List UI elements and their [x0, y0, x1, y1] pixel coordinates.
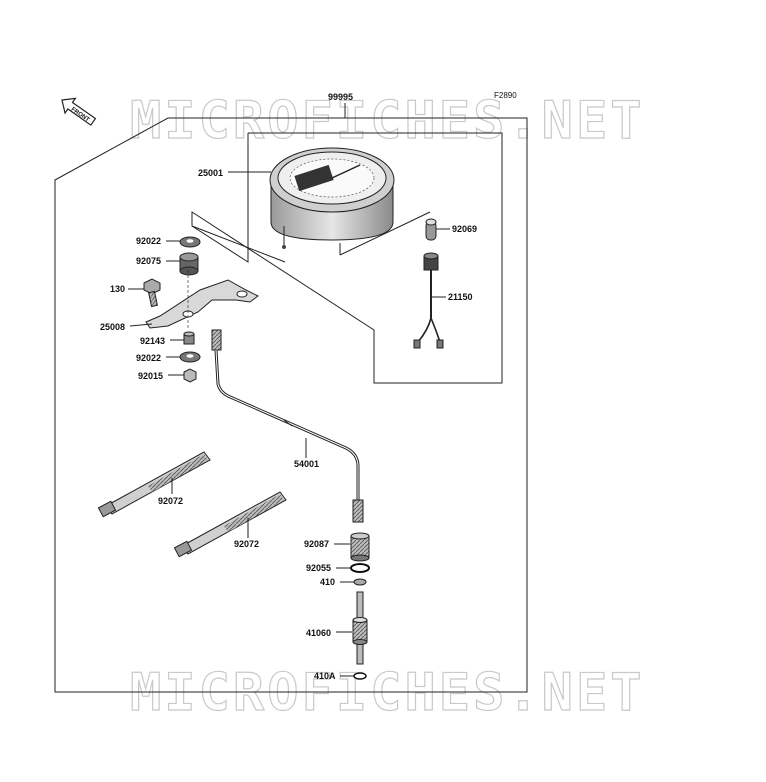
label-92087[interactable]: 92087 — [304, 539, 329, 549]
bracket-25008[interactable] — [145, 270, 259, 330]
label-410A[interactable]: 410A — [314, 671, 336, 681]
bulb-92069[interactable] — [425, 218, 437, 241]
label-92072-a[interactable]: 92072 — [158, 496, 183, 506]
washer-hole — [186, 239, 194, 243]
speedometer-cable-54001[interactable] — [211, 329, 364, 523]
watermark-bottom: MICROFICHES.NET — [130, 663, 645, 723]
washer-hole — [186, 354, 194, 358]
front-arrow-icon: FRONT — [61, 97, 97, 126]
label-92143[interactable]: 92143 — [140, 336, 165, 346]
nut-92015[interactable] — [183, 368, 197, 383]
o-ring-92055[interactable] — [350, 563, 370, 573]
bushing-92087[interactable] — [350, 532, 370, 562]
speedometer-gauge[interactable] — [269, 147, 395, 249]
washer-410[interactable] — [353, 578, 367, 586]
label-92055[interactable]: 92055 — [306, 563, 331, 573]
drive-gear-41060[interactable] — [352, 591, 368, 665]
label-410[interactable]: 410 — [320, 577, 335, 587]
grommet-92075[interactable] — [179, 252, 199, 276]
collar-92143[interactable] — [183, 331, 195, 345]
label-130[interactable]: 130 — [110, 284, 125, 294]
label-92022-lower[interactable]: 92022 — [136, 353, 161, 363]
label-41060[interactable]: 41060 — [306, 628, 331, 638]
label-25008[interactable]: 25008 — [100, 322, 125, 332]
figure-code: F2890 — [494, 91, 517, 100]
label-54001[interactable]: 54001 — [294, 459, 319, 469]
bolt-130[interactable] — [143, 278, 161, 308]
label-25001[interactable]: 25001 — [198, 168, 223, 178]
cable-tie-92072-b[interactable] — [173, 491, 287, 558]
label-92022-top[interactable]: 92022 — [136, 236, 161, 246]
meter-assembly-boundary — [191, 132, 503, 384]
label-92072-b[interactable]: 92072 — [234, 539, 259, 549]
washer-410A[interactable] — [353, 672, 367, 680]
label-92069[interactable]: 92069 — [452, 224, 477, 234]
socket-wiring-21150[interactable] — [413, 252, 444, 349]
label-92015[interactable]: 92015 — [138, 371, 163, 381]
boundary-edge — [191, 225, 286, 263]
label-21150[interactable]: 21150 — [448, 292, 473, 302]
label-99995[interactable]: 99995 — [328, 92, 353, 102]
watermark-top: MICROFICHES.NET — [130, 91, 645, 151]
kit-boundary — [54, 117, 528, 693]
cable-tie-92072-a[interactable] — [97, 451, 211, 518]
leader-25008 — [129, 323, 153, 327]
boundary-edge — [339, 211, 431, 256]
label-92075[interactable]: 92075 — [136, 256, 161, 266]
